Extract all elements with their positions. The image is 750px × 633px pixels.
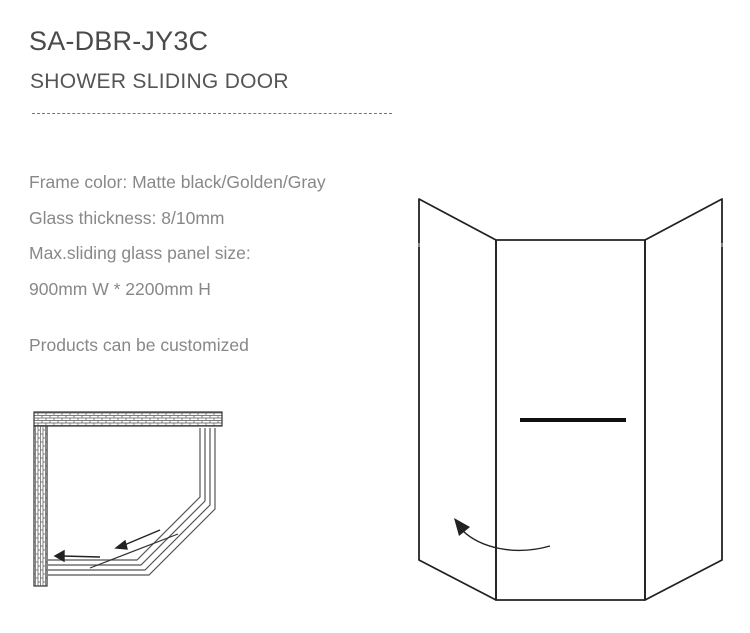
customization-note: Products can be customized [29,335,249,355]
enclosure-frame [418,198,723,601]
product-model: SA-DBR-JY3C [29,26,209,56]
door-handle [520,418,626,422]
enclosure-outline [48,428,216,576]
spec-max-panel-label: Max.sliding glass panel size: [29,243,251,263]
spec-glass-thickness: Glass thickness: 8/10mm [29,207,225,228]
product-type-title: SHOWER SLIDING DOOR [30,70,289,93]
spec-frame-color: Frame color: Matte black/Golden/Gray [29,172,326,192]
dashed-divider [32,113,392,114]
arrow-icon [114,529,161,550]
tick-marks [418,243,723,247]
wall-left [33,425,48,587]
curved-arrow-icon [454,518,551,552]
spec-list: Frame color: Matte black/Golden/Gray Gla… [29,165,326,307]
spec-max-panel-value: 900mm W * 2200mm H [29,278,211,299]
wall-top [33,411,223,427]
arrow-icon [53,549,101,563]
